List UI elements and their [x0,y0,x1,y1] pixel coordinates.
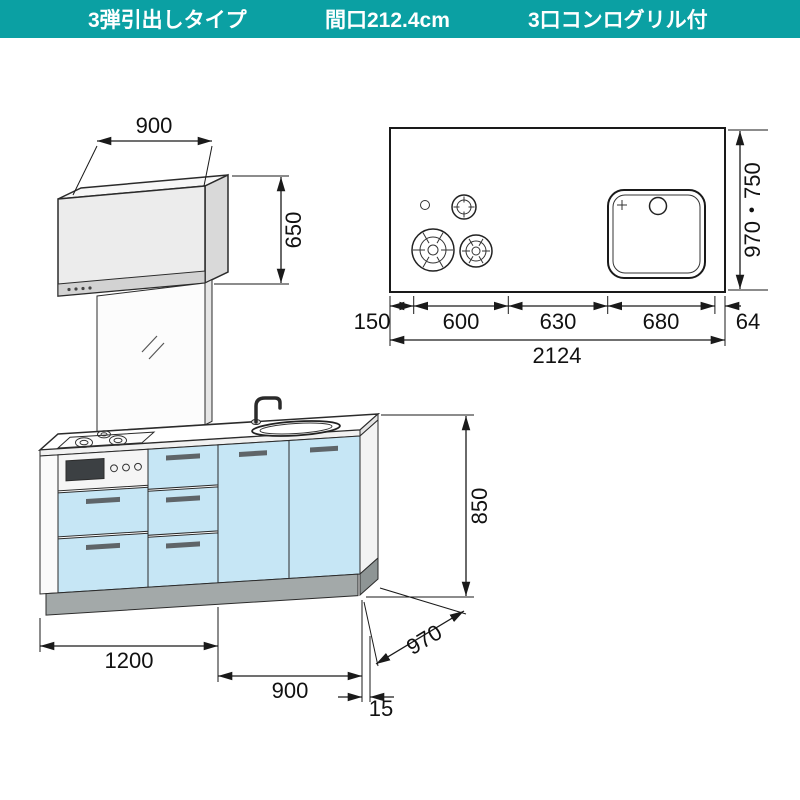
faucet [251,396,282,425]
dim-label-right-width: 900 [272,678,309,703]
dim-label-counter-height: 850 [467,488,492,525]
dim-label-edge-64: 64 [736,309,760,334]
dim-left-width: 1200 [39,607,219,682]
dim-label-end-panel: 15 [369,696,393,721]
header-bar: 3弾引出しタイプ 間口212.4cm 3口コンログリル付 [0,0,800,38]
hood-buttons [67,286,92,292]
sink-doors [217,435,361,584]
drawer-handle [86,542,120,550]
dim-counter-height: 850 [366,414,492,598]
dim-depth: 970 [363,587,467,667]
stove-drawer-lower [57,532,149,594]
dim-plan-depth: 970・750 [728,129,768,291]
door-handle [239,450,267,457]
range-hood [57,173,229,297]
door-right [288,435,361,580]
drawer-handle [86,496,120,504]
dim-label-hood-width: 900 [136,113,173,138]
cooktop-plan [411,194,493,272]
left-end-stile [39,454,59,595]
drawer-stack [147,444,219,588]
drawer-2 [147,486,219,536]
stove-drawer-upper [57,486,149,538]
dim-label-seg-680: 680 [643,309,680,334]
door-handle [310,445,338,453]
plan-view [389,127,726,293]
stove-knob [110,464,118,473]
drawer-handle [166,495,200,503]
dim-label-seg-600: 600 [443,309,480,334]
dim-plan-bottom: 150 600 630 680 64 2124 [354,296,760,368]
drain-mark [617,200,627,210]
dim-right-width: 900 [218,600,363,703]
stove-front [57,448,149,594]
grill-door [65,457,105,482]
sink-iso [251,420,341,437]
kitchen-base [37,396,381,616]
header-stove-label: 3口コンログリル付 [528,9,708,32]
dim-label-left-width: 1200 [105,648,154,673]
dim-end-panel: 15 [338,636,394,721]
dim-label-seg-630: 630 [540,309,577,334]
ignition-mark [420,200,430,210]
dim-label-hood-height: 650 [281,212,306,249]
sink-plan [607,189,706,279]
header-type-label: 3弾引出しタイプ [88,9,247,32]
drawer-handle [166,541,200,549]
drawer-handle [166,453,200,461]
glass-hatch-marks [141,335,165,360]
dim-label-plan-depth: 970・750 [740,162,765,257]
back-panel [96,278,213,433]
end-panel [359,418,379,576]
header-width-label: 間口212.4cm [325,9,450,32]
door-left [217,439,290,584]
dim-label-seg-150: 150 [354,309,391,334]
toe-kick [45,573,359,616]
cooktop-iso [56,430,156,449]
stove-knob [134,462,142,471]
toe-kick-side [359,556,379,597]
dim-label-total-2124: 2124 [533,343,582,368]
drawer-1 [147,444,219,490]
drawer-3 [147,532,219,588]
dim-hood-height: 650 [214,175,306,285]
faucet-hole [648,196,668,216]
stove-knob [122,463,130,472]
dim-hood-width: 900 [72,113,213,196]
